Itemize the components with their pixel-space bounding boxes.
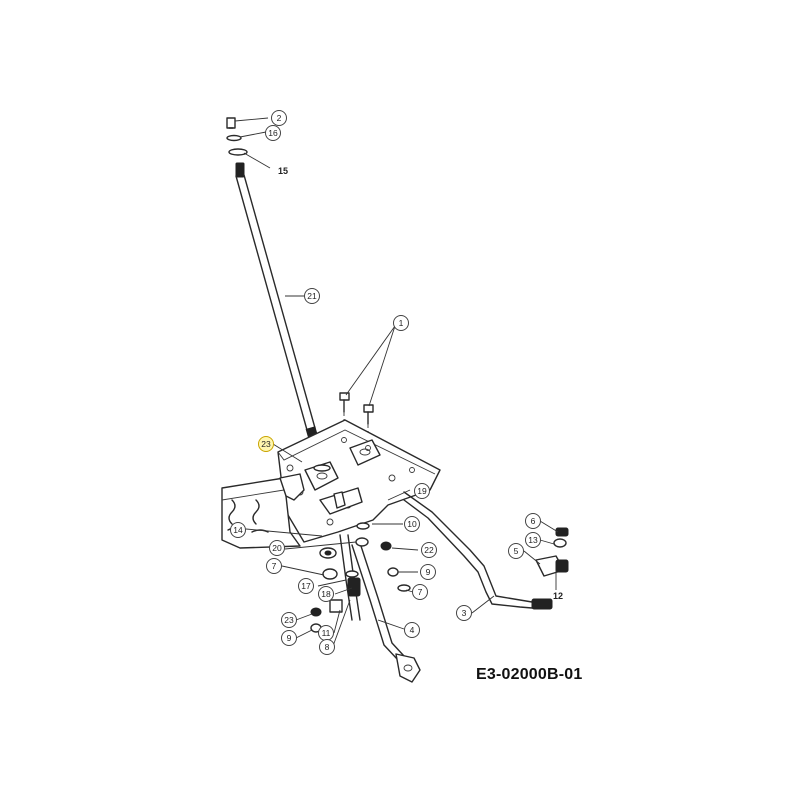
svg-text:17: 17: [301, 581, 311, 591]
callout-11: 11: [318, 625, 334, 641]
svg-text:13: 13: [528, 535, 538, 545]
leader-lines: [234, 117, 559, 647]
svg-text:5: 5: [514, 546, 519, 556]
callout-23-highlighted: 23: [258, 436, 274, 452]
callout-3: 3: [456, 605, 472, 621]
svg-text:9: 9: [287, 633, 292, 643]
svg-text:8: 8: [325, 642, 330, 652]
callout-18: 18: [318, 586, 334, 602]
callout-7-left: 7: [266, 558, 282, 574]
callout-9-left: 9: [281, 630, 297, 646]
svg-text:22: 22: [424, 545, 434, 555]
svg-text:6: 6: [531, 516, 536, 526]
callout-10: 10: [404, 516, 420, 532]
steering-shaft: [226, 117, 323, 455]
callout-6: 6: [525, 513, 541, 529]
callout-17: 17: [298, 578, 314, 594]
label-15: 15: [278, 166, 288, 176]
svg-text:3: 3: [462, 608, 467, 618]
pivot-hardware: [319, 534, 361, 621]
svg-text:21: 21: [307, 291, 317, 301]
svg-text:14: 14: [233, 525, 243, 535]
svg-text:18: 18: [321, 589, 331, 599]
callouts: 2 16 21 1 23 19 14 10 20 22 9 7 17 7 18 …: [230, 110, 541, 655]
svg-text:7: 7: [272, 561, 277, 571]
callout-7-right: 7: [412, 584, 428, 600]
callout-2: 2: [271, 110, 287, 126]
nuts-and-washers: [310, 522, 411, 633]
callout-16: 16: [265, 125, 281, 141]
svg-text:9: 9: [426, 567, 431, 577]
svg-text:7: 7: [418, 587, 423, 597]
svg-text:16: 16: [268, 128, 278, 138]
callout-20: 20: [269, 540, 285, 556]
drag-link: [403, 491, 553, 610]
callout-9-right: 9: [420, 564, 436, 580]
svg-text:10: 10: [407, 519, 417, 529]
callout-23-lower: 23: [281, 612, 297, 628]
svg-text:23: 23: [261, 439, 271, 449]
callout-19: 19: [414, 483, 430, 499]
callout-8: 8: [319, 639, 335, 655]
callout-21: 21: [304, 288, 320, 304]
callout-4: 4: [404, 622, 420, 638]
tie-rod-end: [535, 527, 569, 590]
svg-text:23: 23: [284, 615, 294, 625]
drawing-code: E3-02000B-01: [476, 666, 583, 683]
callout-1: 1: [393, 315, 409, 331]
callout-14: 14: [230, 522, 246, 538]
svg-text:20: 20: [272, 543, 282, 553]
svg-text:4: 4: [410, 625, 415, 635]
svg-text:11: 11: [322, 628, 331, 638]
callout-5: 5: [508, 543, 524, 559]
svg-text:19: 19: [417, 486, 427, 496]
callout-13: 13: [525, 532, 541, 548]
tie-rod: [351, 542, 421, 683]
label-12: 12: [553, 591, 563, 601]
svg-text:2: 2: [277, 113, 282, 123]
svg-text:1: 1: [399, 318, 404, 328]
mounting-plate: [277, 419, 441, 543]
callout-22: 22: [421, 542, 437, 558]
